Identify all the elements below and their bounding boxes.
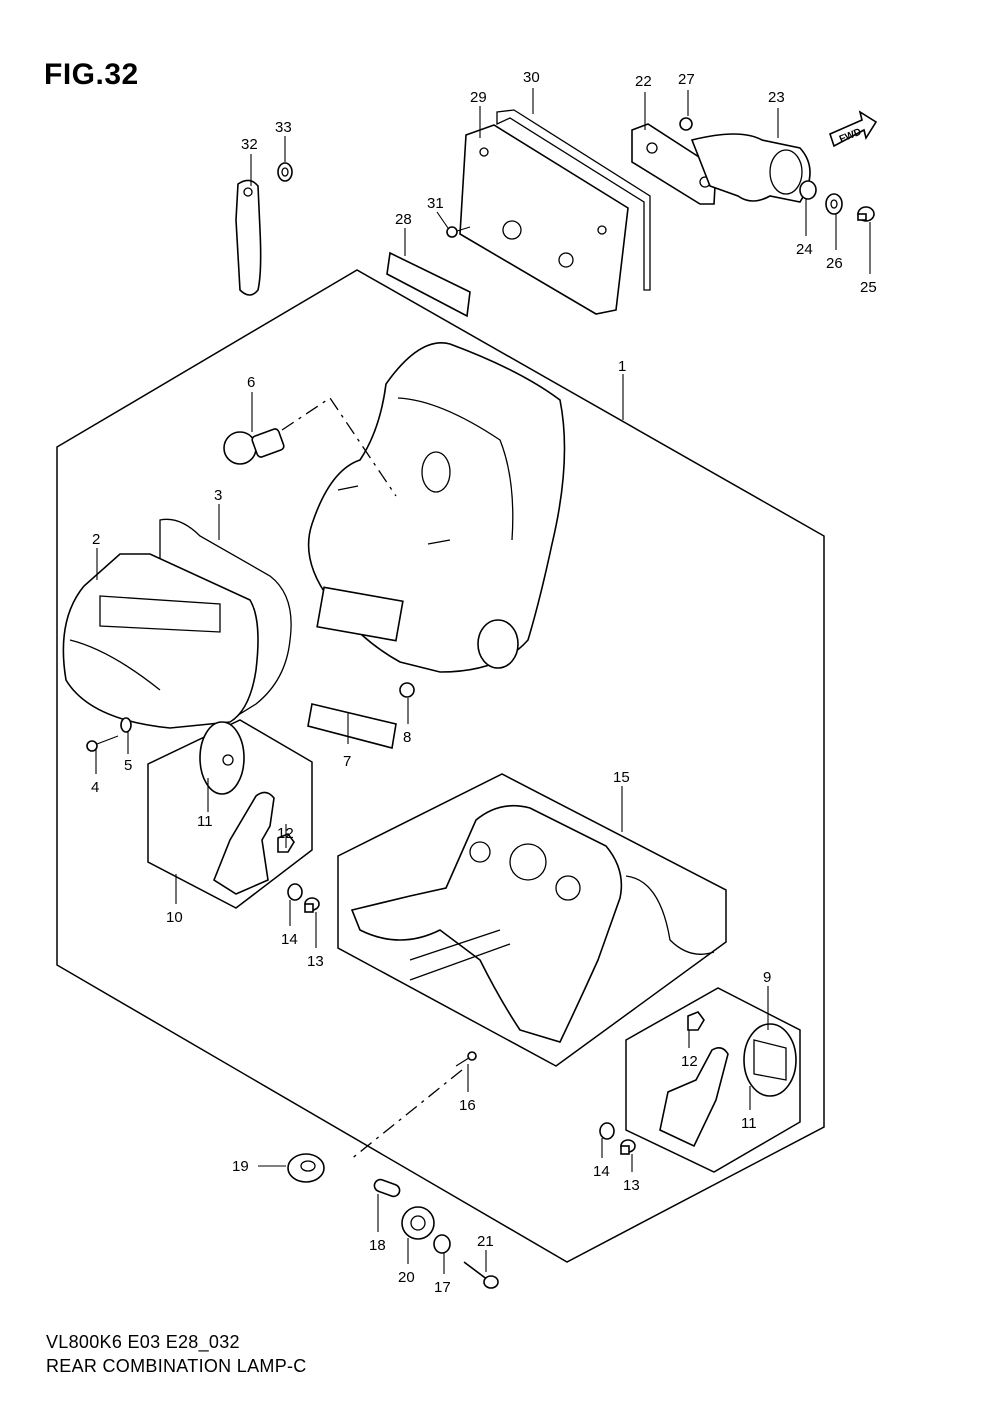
callout-29: 29 — [470, 89, 487, 106]
callout-26: 26 — [826, 255, 843, 272]
callout-28: 28 — [395, 211, 412, 228]
lens-2 — [62, 553, 259, 729]
assembly-boundary-1 — [56, 269, 825, 1263]
callout-5: 5 — [124, 757, 132, 774]
fwd-arrow-icon: FWD — [829, 110, 878, 148]
bracket-15 — [350, 804, 623, 1043]
nut-27 — [679, 117, 693, 131]
bolt-21 — [463, 1261, 499, 1289]
bracket-22 — [631, 123, 717, 205]
callout-19: 19 — [232, 1158, 249, 1175]
callout-2: 2 — [92, 531, 100, 548]
model-code: VL800K6 E03 E28_032 — [46, 1332, 240, 1352]
callout-16: 16 — [459, 1097, 476, 1114]
harness-wire — [625, 875, 715, 955]
collar-18 — [373, 1178, 401, 1198]
cushion-20 — [401, 1206, 435, 1240]
nut-8 — [399, 682, 415, 698]
callout-24: 24 — [796, 241, 813, 258]
callout-4: 4 — [91, 779, 99, 796]
callout-6: 6 — [247, 374, 255, 391]
screw-path-line — [349, 1069, 463, 1161]
plate-bracket-29 — [459, 124, 629, 315]
screw-25 — [857, 206, 875, 222]
lamp-housing-23 — [690, 133, 811, 203]
figure-title: FIG.32 — [44, 58, 139, 91]
callout-9: 9 — [763, 969, 771, 986]
leader-lines — [95, 88, 871, 1274]
callout-31: 31 — [427, 195, 444, 212]
bulb-path-line — [281, 397, 397, 497]
callout-11-left: 11 — [197, 813, 213, 830]
callout-32: 32 — [241, 136, 258, 153]
screw-31 — [446, 226, 471, 238]
callout-7: 7 — [343, 753, 351, 770]
assembly-boundary-10 — [147, 719, 313, 909]
washer-14-right — [599, 1122, 615, 1140]
reflector-strip-28 — [386, 251, 471, 318]
hanger-32 — [235, 179, 262, 296]
gasket-30 — [496, 109, 651, 291]
bolt-13-left — [304, 897, 320, 913]
lens-11-right — [743, 1023, 797, 1097]
callout-10: 10 — [166, 909, 183, 926]
callout-25: 25 — [860, 279, 877, 296]
callout-30: 30 — [523, 69, 540, 86]
washer-5 — [120, 717, 132, 733]
bulb-6 — [223, 428, 285, 465]
bolt-13-right — [620, 1139, 636, 1155]
screw-16 — [455, 1051, 477, 1067]
callout-15: 15 — [613, 769, 630, 786]
callout-33: 33 — [275, 119, 292, 136]
callout-8: 8 — [403, 729, 411, 746]
figure-caption: REAR COMBINATION LAMP-C — [46, 1356, 307, 1376]
callout-13-left: 13 — [307, 953, 324, 970]
grommet-19 — [287, 1153, 325, 1183]
callout-numbers: 1 2 3 4 5 6 7 8 9 10 11 11 12 12 13 13 1… — [91, 69, 877, 1296]
lamp-case-main — [307, 342, 566, 673]
callout-14-right: 14 — [593, 1163, 610, 1180]
stay-9 — [659, 1046, 729, 1148]
washer-24 — [799, 180, 817, 200]
screw-4 — [86, 735, 119, 752]
callout-22: 22 — [635, 73, 652, 90]
nut-12-right — [687, 1011, 705, 1031]
assembly-boundary-15 — [337, 773, 727, 1067]
washer-26 — [825, 193, 843, 215]
callout-20: 20 — [398, 1269, 415, 1286]
lens-11-left — [199, 721, 245, 795]
callout-12-right: 12 — [681, 1053, 698, 1070]
callout-12-left: 12 — [277, 825, 294, 842]
callout-3: 3 — [214, 487, 222, 504]
callout-21: 21 — [477, 1233, 494, 1250]
callout-18: 18 — [369, 1237, 386, 1254]
stay-10 — [213, 791, 275, 895]
callout-14-left: 14 — [281, 931, 298, 948]
callout-1: 1 — [618, 358, 626, 375]
callout-13-right: 13 — [623, 1177, 640, 1194]
reflector-7 — [307, 703, 397, 749]
callout-11-right: 11 — [741, 1115, 757, 1132]
washer-14-left — [287, 883, 303, 901]
assembly-boundary-9 — [625, 987, 801, 1173]
washer-33 — [277, 162, 293, 182]
callout-23: 23 — [768, 89, 785, 106]
callout-17: 17 — [434, 1279, 451, 1296]
washer-17 — [433, 1234, 451, 1254]
callout-27: 27 — [678, 71, 695, 88]
